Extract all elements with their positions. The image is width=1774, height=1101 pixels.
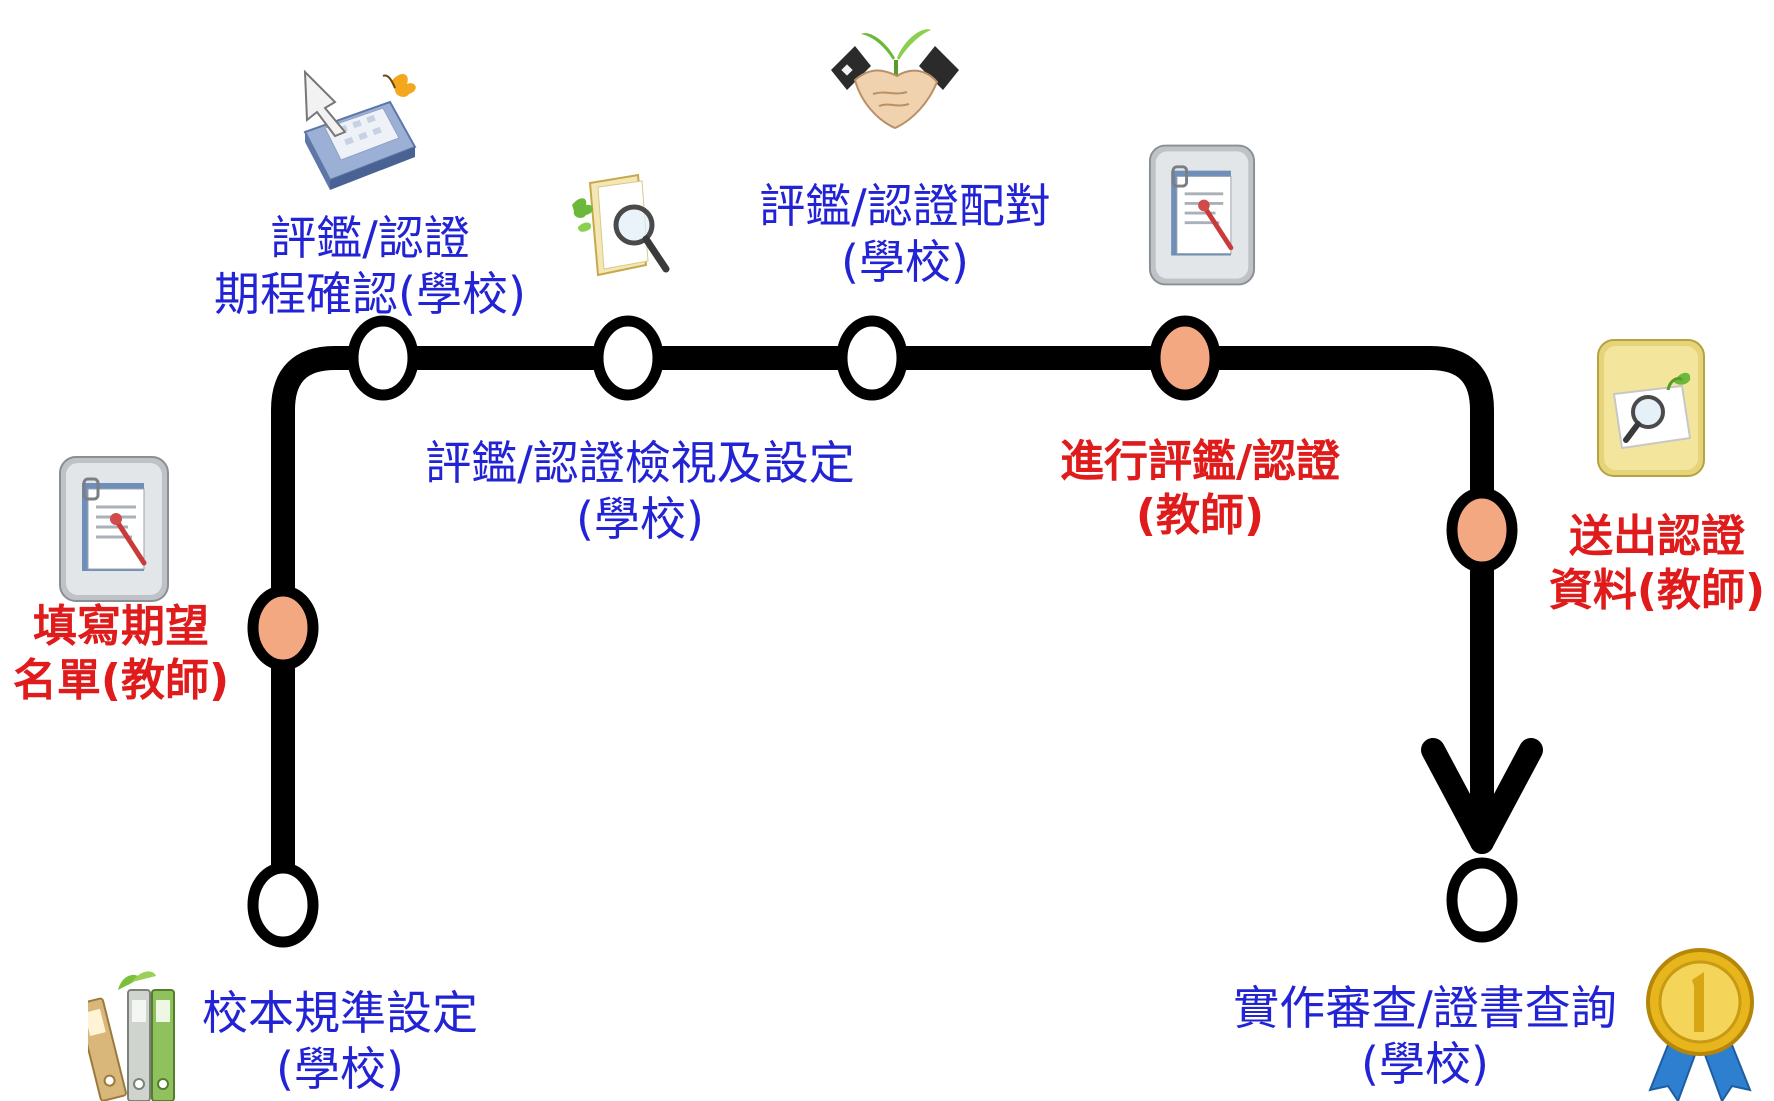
flow-node-submit: [1446, 487, 1518, 573]
flow-node-schedule: [347, 315, 419, 401]
calculator-icon: [303, 69, 417, 190]
step-label-schedule: 評鑑/認證期程確認(學校): [214, 211, 526, 322]
flow-node-review: [592, 315, 664, 401]
flow-nodes: [247, 315, 1518, 948]
step-label-certificate: 實作審查/證書查詢(學校): [1233, 981, 1617, 1092]
flow-node-wishlist: [247, 585, 319, 671]
flow-node-standards: [247, 862, 319, 948]
handshake-sprout-icon: [831, 29, 959, 130]
step-label-review: 評鑑/認證檢視及設定(學校): [425, 436, 855, 547]
step-label-match: 評鑑/認證配對(學校): [759, 179, 1051, 290]
step-label-standards: 校本規準設定(學校): [202, 986, 478, 1097]
folder-magnifier-icon: [572, 173, 670, 277]
clipboard-icon: [59, 456, 169, 602]
flow-node-evaluate: [1149, 315, 1221, 401]
flow-node-certificate: [1446, 857, 1518, 943]
step-label-submit: 送出認證資料(教師): [1548, 511, 1766, 616]
step-label-evaluate: 進行評鑑/認證(教師): [1059, 436, 1341, 541]
gold-medal-icon: [1646, 948, 1754, 1101]
binders-icon: [88, 971, 175, 1101]
document-magnifier-icon: [1597, 339, 1705, 477]
clipboard-icon: [1148, 144, 1256, 286]
step-label-wishlist: 填寫期望名單(教師): [12, 601, 230, 706]
flow-node-match: [836, 315, 908, 401]
flow-arrowhead: [1421, 738, 1543, 854]
